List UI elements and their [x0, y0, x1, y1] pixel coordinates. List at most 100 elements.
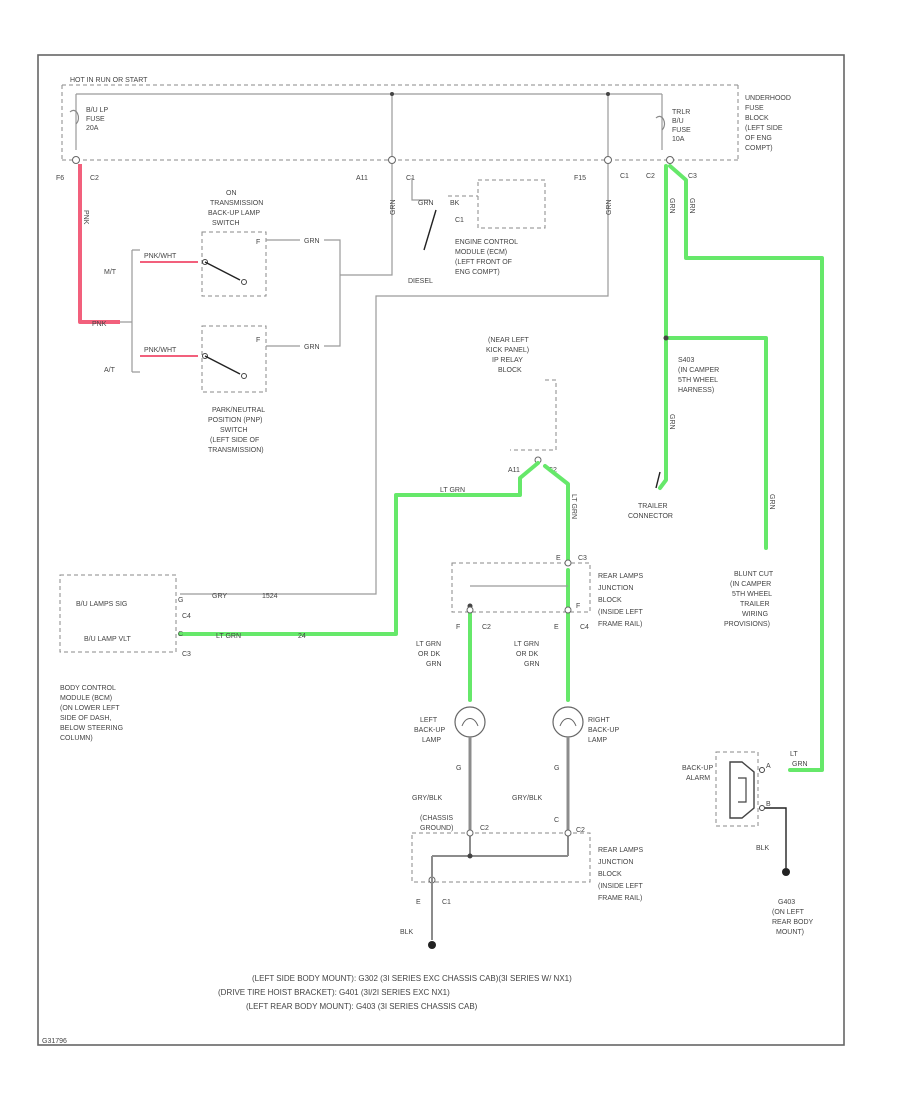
- ecm-grn-label: GRN: [418, 200, 434, 207]
- left-lamp-label-3: LAMP: [422, 737, 441, 744]
- rear-top-label-2: JUNCTION: [598, 585, 633, 592]
- bcm-out2: B/U LAMP VLT: [84, 636, 132, 643]
- right-wire-2: OR DK: [516, 651, 539, 658]
- backup-lamps: LEFT BACK-UP LAMP RIGHT BACK-UP LAMP G G…: [412, 706, 619, 830]
- rear-bot-label-5: FRAME RAIL): [598, 895, 642, 902]
- ecm-label-3: (LEFT FRONT OF: [455, 259, 512, 266]
- alarm-label-2: ALARM: [686, 775, 710, 782]
- ecm-bk-label: BK: [450, 200, 460, 207]
- relay-a11: A11: [508, 467, 520, 474]
- g403-label-1: G403: [778, 899, 795, 906]
- blunt-label-1: BLUNT CUT: [734, 571, 774, 578]
- ecm-label-1: ENGINE CONTROL: [455, 239, 518, 246]
- f15-wire-label: GRN: [606, 199, 613, 215]
- figure-id: G31796: [42, 1038, 67, 1045]
- grn-label-2: GRN: [688, 198, 695, 214]
- trailer-section: S403 (IN CAMPER 5TH WHEEL HARNESS) TRAIL…: [628, 357, 774, 628]
- grn-top: GRN: [304, 238, 320, 245]
- g403-label-3: REAR BODY: [772, 919, 814, 926]
- relay-label-4: BLOCK: [498, 367, 522, 374]
- left-wire-3: GRN: [426, 661, 442, 668]
- blunt-label-2: (IN CAMPER: [730, 581, 771, 588]
- conn-c1-right: C1: [620, 173, 629, 180]
- footnotes: (LEFT SIDE BODY MOUNT): G302 (3I SERIES …: [218, 974, 572, 1011]
- bcm-label-1: BODY CONTROL: [60, 685, 116, 692]
- green-circuits: GRN GRN GRN GRN LT GRN LT GRN: [178, 164, 824, 772]
- bcm-out1: B/U LAMPS SIG: [76, 601, 127, 608]
- g403-label-2: (ON LEFT: [772, 909, 805, 916]
- fuse-left-line1: B/U LP: [86, 107, 109, 114]
- pnp-label-5: TRANSMISSION): [208, 447, 264, 454]
- alarm-speaker-icon: [729, 761, 755, 819]
- conn-f15: F15: [574, 175, 586, 182]
- pin-f-top: F: [256, 239, 260, 246]
- ecm-label-2: MODULE (ECM): [455, 249, 507, 256]
- right-wire-3: GRN: [524, 661, 540, 668]
- rear-top-pin-e: E: [556, 555, 561, 562]
- bcm-c4: C4: [182, 613, 191, 620]
- mt-label: M/T: [104, 269, 117, 276]
- wire-alarm-feed: [668, 164, 824, 772]
- left-wire-1: LT GRN: [416, 641, 441, 648]
- rear-top-c4: C4: [580, 624, 589, 631]
- left-lamp-label-2: BACK-UP: [414, 727, 445, 734]
- bcm-24: 24: [298, 633, 306, 640]
- bcm-pin-c: C: [178, 631, 183, 638]
- footnote-3: (LEFT REAR BODY MOUNT): G403 (3I SERIES …: [246, 1002, 478, 1011]
- block-label-5: OF ENG: [745, 135, 772, 142]
- conn-a11: A11: [356, 175, 368, 182]
- fuse-left-symbol: [69, 109, 80, 125]
- rear-junction-bottom: (CHASSIS GROUND) C2 C C2 E C1 BLK REAR L…: [400, 815, 643, 949]
- block-label-4: (LEFT SIDE: [745, 125, 783, 132]
- conn-c3: C3: [688, 173, 697, 180]
- underhood-fuse-block: HOT IN RUN OR START B/U LP FUSE 20A TRLR…: [56, 77, 791, 182]
- blunt-label-4: TRAILER: [740, 601, 770, 608]
- grn-label-4: GRN: [768, 494, 775, 510]
- bcm-gry: GRY: [212, 593, 227, 600]
- wire-trailer-conn: [658, 336, 668, 490]
- fuse-right-line1: TRLR: [672, 109, 690, 116]
- left-wire-2: OR DK: [418, 651, 441, 658]
- block-label-1: UNDERHOOD: [745, 95, 791, 102]
- rear-bot-label-4: (INSIDE LEFT: [598, 883, 643, 890]
- diesel-jumper: [423, 209, 437, 251]
- alarm-label-1: BACK-UP: [682, 765, 713, 772]
- right-lamp-g: G: [554, 765, 559, 772]
- splice-label-2: (IN CAMPER: [678, 367, 719, 374]
- bcm-label-2: MODULE (BCM): [60, 695, 112, 702]
- switch-title-3: BACK-UP LAMP: [208, 210, 260, 217]
- backup-alarm: BACK-UP ALARM A B LT GRN BLK G403 (ON LE…: [682, 751, 814, 936]
- left-ground-wire: GRY/BLK: [412, 795, 443, 802]
- bcm-pin-g: G: [178, 597, 183, 604]
- pin-f-bot: F: [256, 337, 260, 344]
- switch-title-1: ON: [226, 190, 237, 197]
- left-lamp-g: G: [456, 765, 461, 772]
- rear-ltgrn: LT GRN: [570, 494, 577, 519]
- trailer-conn-pin: [655, 471, 661, 489]
- block-label-6: COMPT): [745, 145, 773, 152]
- pnk-wht-bot: PNK/WHT: [144, 347, 177, 354]
- pnp-label-1: PARK/NEUTRAL: [212, 407, 265, 414]
- fuse-right-line4: 10A: [672, 136, 685, 143]
- chassis-label-2: GROUND): [420, 825, 453, 832]
- switch-title-2: TRANSMISSION: [210, 200, 263, 207]
- alarm-ltgrn-2: GRN: [792, 761, 808, 768]
- conn-c1-ecm: C1: [406, 175, 415, 182]
- ip-relay-block: (NEAR LEFT KICK PANEL) IP RELAY BLOCK A1…: [486, 337, 557, 474]
- wire-pnk-label: PNK: [82, 210, 89, 225]
- transmission-switch: ON TRANSMISSION BACK-UP LAMP SWITCH PNK …: [78, 164, 345, 454]
- right-lamp-label-2: BACK-UP: [588, 727, 619, 734]
- alarm-pin-b: B: [766, 801, 771, 808]
- wire-f15-to-bcm: [180, 164, 609, 595]
- fuse-left-line2: FUSE: [86, 116, 105, 123]
- rear-top-label-3: BLOCK: [598, 597, 622, 604]
- chassis-label-1: (CHASSIS: [420, 815, 453, 822]
- rear-bot-c2a: C2: [480, 825, 489, 832]
- pnp-label-3: SWITCH: [220, 427, 248, 434]
- grn-label-3: GRN: [668, 414, 675, 430]
- rear-bot-blk: BLK: [400, 929, 414, 936]
- rear-top-label-5: FRAME RAIL): [598, 621, 642, 628]
- left-lamp-label-1: LEFT: [420, 717, 438, 724]
- switch-title-4: SWITCH: [212, 220, 240, 227]
- g403-ground-symbol: [782, 868, 790, 876]
